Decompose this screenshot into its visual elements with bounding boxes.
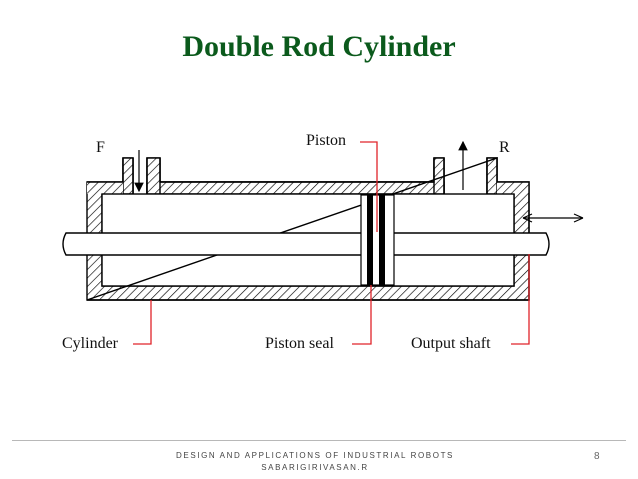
footer-author: SABARIGIRIVASAN.R	[261, 463, 369, 472]
port-f-label: F	[96, 139, 105, 156]
footer: DESIGN AND APPLICATIONS OF INDUSTRIAL RO…	[150, 450, 480, 474]
piston-seal-leader	[352, 285, 372, 345]
slide-title: Double Rod Cylinder	[182, 30, 456, 63]
cylinder-label: Cylinder	[62, 335, 118, 352]
piston-seal-right	[379, 195, 385, 285]
piston-seal-left	[367, 195, 373, 285]
piston-label: Piston	[306, 132, 347, 149]
piston-seal-label: Piston seal	[265, 335, 334, 352]
page-number: 8	[594, 451, 600, 462]
footer-divider	[12, 440, 626, 441]
piston-leader	[360, 141, 378, 232]
output-shaft	[62, 232, 550, 256]
motion-arrow	[522, 213, 584, 223]
cylinder-leader	[133, 300, 152, 345]
footer-course-title: DESIGN AND APPLICATIONS OF INDUSTRIAL RO…	[176, 451, 454, 460]
output-shaft-label: Output shaft	[411, 335, 491, 352]
port-r-label: R	[499, 139, 510, 156]
output-shaft-leader	[511, 254, 530, 345]
